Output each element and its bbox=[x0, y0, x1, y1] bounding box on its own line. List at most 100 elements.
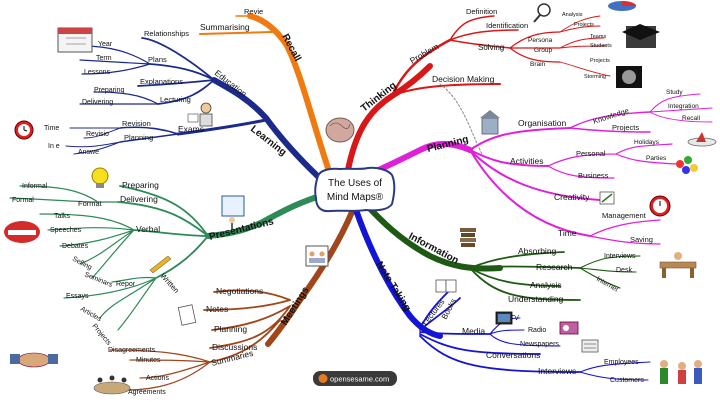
label-integration: Integration bbox=[668, 103, 699, 110]
label-desk: Desk bbox=[616, 267, 632, 274]
teacher-icon bbox=[187, 102, 213, 127]
open-book-icon bbox=[435, 279, 457, 293]
books-stack-icon bbox=[460, 228, 476, 247]
learning-education-plans bbox=[149, 63, 215, 81]
learning-exams-sub bbox=[119, 126, 179, 143]
pencil-icon bbox=[149, 255, 172, 274]
newspaper-icon bbox=[581, 339, 599, 353]
label-year: Year bbox=[98, 41, 113, 48]
label-projects2-thinking: Projects bbox=[590, 58, 610, 64]
tv-icon bbox=[495, 311, 513, 325]
label-answe: Answe bbox=[78, 149, 99, 156]
graduation-cap-icon bbox=[622, 24, 660, 48]
branch-label-meetings: Meetings bbox=[279, 285, 312, 328]
label-negotiations: Negotiations bbox=[216, 286, 263, 296]
branch-label-recall: Recall bbox=[279, 32, 303, 63]
note-taking-interview-lines bbox=[579, 361, 651, 381]
planning-know-lines bbox=[649, 93, 713, 123]
label-agreements: Agreements bbox=[128, 389, 166, 396]
recall-branch-line bbox=[247, 13, 331, 171]
dotted-link-line bbox=[439, 83, 483, 155]
label-interviews-info: Interviews bbox=[604, 253, 636, 260]
thinking-solving-sub bbox=[509, 31, 561, 63]
label-pres-delivering: Delivering bbox=[120, 194, 158, 204]
presentations-verbal-lines bbox=[39, 213, 135, 279]
information-research-lines bbox=[579, 255, 641, 289]
label-identification: Identification bbox=[486, 21, 528, 30]
label-in-e: In e bbox=[48, 143, 60, 150]
label-notes: Notes bbox=[206, 304, 228, 314]
label-disagreements: Disagreements bbox=[108, 347, 156, 354]
label-organisation: Organisation bbox=[518, 118, 566, 128]
label-internet: Internet bbox=[595, 276, 619, 294]
branch-label-presentations: Presentations bbox=[208, 216, 275, 243]
label-absorbing: Absorbing bbox=[518, 246, 557, 256]
label-written: Written bbox=[159, 271, 181, 295]
label-delivering-lecture: Delivering bbox=[82, 99, 113, 106]
label-saving: Saving bbox=[630, 235, 653, 244]
label-time-planning: Time bbox=[558, 228, 577, 238]
center-title-line2: Mind Maps® bbox=[327, 192, 384, 203]
label-revision: Revision bbox=[122, 119, 151, 128]
label-explanations: Explanations bbox=[140, 77, 183, 86]
label-solving: Solving bbox=[478, 43, 504, 52]
label-storming: Storming bbox=[584, 74, 606, 80]
label-students: Students bbox=[590, 43, 612, 49]
presentations-sub-lines bbox=[117, 185, 209, 279]
meetings-sub-lines bbox=[203, 289, 291, 363]
label-recall-planning: Recall bbox=[682, 115, 701, 122]
balloons-icon bbox=[676, 156, 698, 174]
branch-lines bbox=[9, 13, 713, 391]
label-analysis-thinking: Analysis bbox=[562, 12, 583, 18]
lips-icon bbox=[4, 221, 40, 243]
label-decision-making: Decision Making bbox=[432, 74, 495, 84]
label-planning-exams: Planning bbox=[124, 133, 153, 142]
label-customers: Customers bbox=[610, 377, 644, 384]
label-creativity: Creativity bbox=[554, 192, 590, 202]
label-research: Research bbox=[536, 262, 573, 272]
meetings-branch-line bbox=[265, 209, 355, 347]
meeting-table-icon bbox=[93, 375, 131, 395]
label-discussions: Discussions bbox=[212, 342, 257, 352]
label-planning-meetings: Planning bbox=[214, 324, 247, 334]
label-reports: Repor bbox=[116, 281, 136, 288]
label-pres-preparing: Preparing bbox=[122, 180, 159, 190]
opensesame-logo[interactable]: opensesame.com bbox=[313, 371, 397, 386]
label-parties: Parties bbox=[646, 155, 667, 162]
planning-act-lines bbox=[547, 143, 677, 179]
label-teams: Teams bbox=[590, 34, 606, 40]
learning-exams-sub2 bbox=[65, 127, 121, 155]
handshake-icon bbox=[10, 352, 58, 368]
label-media: Media bbox=[462, 326, 485, 336]
label-relationships: Relationships bbox=[144, 29, 189, 38]
alarm-clock-right-icon bbox=[649, 195, 671, 217]
note-taking-sub-lines bbox=[419, 291, 581, 373]
label-brain: Brain bbox=[530, 61, 546, 68]
building-icon bbox=[480, 110, 500, 135]
planning-sub-lines bbox=[469, 127, 601, 237]
label-talks: Talks bbox=[54, 213, 70, 220]
thinking-decision-line bbox=[391, 83, 501, 97]
label-employees: Employees bbox=[604, 359, 639, 366]
learning-exams-line bbox=[176, 118, 268, 136]
label-definition: Definition bbox=[466, 7, 497, 16]
center-title-line1: The Uses of bbox=[328, 178, 382, 189]
label-interviews-notes: Interviews bbox=[538, 366, 576, 376]
brain-scan-icon bbox=[616, 66, 642, 88]
label-lecturing: Lecturing bbox=[160, 95, 191, 104]
label-activities: Activities bbox=[510, 156, 544, 166]
presentations-written-lines bbox=[63, 276, 157, 331]
label-speeches: Speeches bbox=[50, 227, 82, 234]
brain-icon bbox=[325, 117, 355, 143]
label-time-exams: Time bbox=[44, 125, 59, 132]
label-format: Format bbox=[78, 199, 103, 208]
people-icon bbox=[660, 360, 702, 384]
planning-time-lines bbox=[589, 219, 661, 245]
light-bulb-icon bbox=[91, 167, 109, 188]
label-revisio: Revisio bbox=[86, 131, 109, 138]
label-preparing-lecture: Preparing bbox=[94, 87, 124, 94]
planning-org-lines bbox=[569, 111, 651, 133]
presenter-board-icon bbox=[221, 195, 245, 230]
